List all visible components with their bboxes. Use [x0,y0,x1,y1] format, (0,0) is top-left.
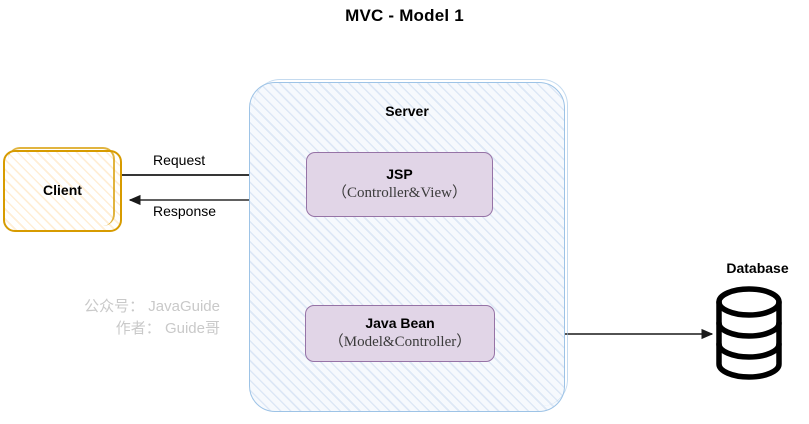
edge-label-response: Response [153,203,217,219]
jsp-subtitle: （Controller&View） [332,184,467,201]
server-label: Server [385,103,429,119]
page-title: MVC - Model 1 [345,6,464,25]
jsp-title: JSP [386,166,413,183]
client-label: Client [43,182,82,199]
watermark-line-1: 公众号： JavaGuide [84,298,220,315]
database-cylinder [716,286,782,380]
server-container [249,79,568,412]
client-node[interactable]: Client [3,147,122,232]
java-bean-title: Java Bean [365,315,435,332]
database-label: Database [726,260,789,276]
watermark-line-2: 作者： Guide哥 [115,319,220,337]
jsp-node[interactable]: JSP （Controller&View） [306,152,493,217]
java-bean-node[interactable]: Java Bean （Model&Controller） [305,305,495,362]
java-bean-subtitle: （Model&Controller） [328,333,472,350]
watermark: 公众号： JavaGuide 作者： Guide哥 [60,296,220,340]
edge-label-request: Request [153,152,206,168]
